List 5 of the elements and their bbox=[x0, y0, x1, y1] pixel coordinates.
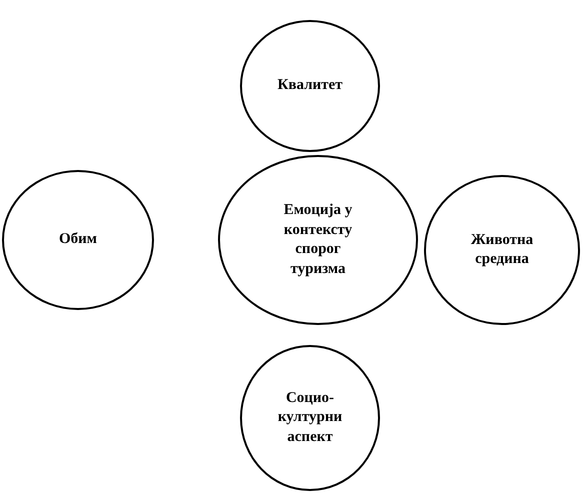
node-label: Животна средина bbox=[470, 230, 534, 269]
node-label: Социо- културни аспект bbox=[276, 388, 344, 447]
node-label: Обим bbox=[58, 230, 98, 250]
node-label: Квалитет bbox=[277, 76, 343, 96]
node-label: Емоција у контексту спорог туризма bbox=[282, 201, 354, 278]
